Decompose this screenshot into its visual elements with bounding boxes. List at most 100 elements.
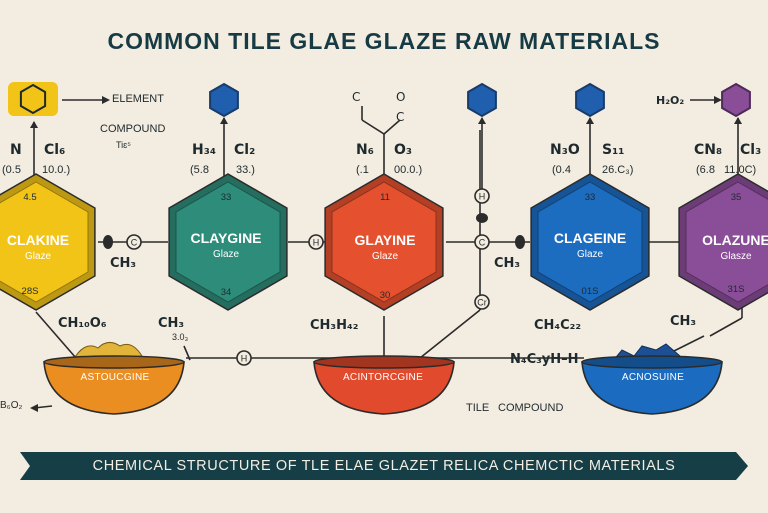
bottom-compound-label: COMPOUND [498,402,564,414]
arrow-hex4-up-head [586,117,594,124]
dot-link-1 [103,235,113,249]
node-h-3-label: H [241,354,248,364]
hex5-top-a: CN₈ [694,142,723,158]
arrow-hex2-up-head [220,117,228,124]
hexagon-1 [0,181,89,303]
hex3-top-num: 11 [380,192,390,203]
bo2-arrow-head [30,404,38,412]
node-c-2-label: C [479,238,486,248]
hex4-sub: Glaze [576,249,604,260]
formula-ch100: CH₁₀O₆ [58,316,107,331]
hex3-top-a: N₆ [356,142,374,158]
link-hex1-bowl1 [35,311,77,359]
legend-element-label: ELEMENT [112,93,164,105]
hex4-top-d: 26.C₃) [602,164,634,176]
hexagon-3 [331,181,437,303]
hex2-top-c: (5.8 [190,164,209,176]
legend-compound-sub: Tiɛ⁵ [116,140,132,150]
dot-link-3 [515,235,525,249]
hex5-top-d: 11.0C) [724,164,757,176]
hexagon-4 [537,181,643,303]
node-h-2-label: H [479,192,486,202]
formula-h2o2: H₂O₂ [656,94,685,107]
hex2-top-num: 33 [220,192,232,203]
hexagon-5 [685,181,768,303]
node-h-1 [308,234,324,250]
hex3-top-b: O₃ [394,142,413,158]
bowl-2-rim [313,355,455,369]
hex3-top-c: (.1 [356,164,369,176]
hex4-bottom-num: 01S [581,286,599,297]
node-cr-label: Cr [477,298,487,308]
link-node-bowl2 [419,309,481,359]
hex5-sub: Glasze [720,251,752,262]
node-c-1 [126,234,142,250]
bowl-3-rim [581,355,723,369]
element-icon [19,83,47,115]
arrow-hex1-up-head [30,121,38,128]
hex5-top-b: Cl₃ [740,142,762,158]
node-c-1-label: C [131,238,138,248]
formula-nacyh: N₄C₃yH–H [510,352,579,367]
hex2-top-d: 33.) [236,164,255,176]
bowl-1-rim [43,355,185,369]
node-c-2 [474,234,490,250]
formula-chcz: CH₄C₂₂ [534,318,582,333]
blue-hex-icon-3 [575,82,605,118]
hexagon-2 [175,181,281,303]
formula-bo2: B₆O₂ [0,400,23,411]
formula-ch3-b: CH₃ [158,316,185,331]
bowl-1 [43,361,185,415]
banner-shape [20,452,748,480]
hex3-top-d: 00.0.) [394,164,423,176]
mol-o-top: O [396,90,406,104]
mol-c-top: C [352,90,361,104]
arrow-hex5-up-head [734,117,742,124]
hex1-top-c: (0.5 [2,164,21,176]
hex3-sub: Glaze [371,251,399,262]
hex3-name: GLAYINE [354,232,416,248]
hex1-top-num: 4.5 [23,192,37,203]
hex4-top-num: 33 [584,192,596,203]
hex5-name: OLAZUNE [702,232,768,248]
hex1-top-d: 10.0.) [42,164,71,176]
hex1-bottom-num: 28S [21,286,39,297]
blue-hex-icon-1 [209,82,239,118]
dot-link-2 [476,213,488,223]
node-h-2 [474,188,490,204]
formula-ch3-left: CH₃ [110,256,137,271]
hex1-sub: Glaze [24,251,52,262]
legend-compound-label: COMPOUND [100,123,166,135]
hex4-top-c: (0.4 [552,164,571,176]
hex4-top-b: S₁₁ [602,142,625,158]
node-h-3 [236,350,252,366]
hex2-top-a: H₃₄ [192,142,216,158]
hex5-top-c: (6.8 [696,164,715,176]
hex2-sub: Glaze [212,249,240,260]
bowl-3 [581,361,723,415]
banner-text: CHEMICAL STRUCTURE OF TLE ELAE GLAZET RE… [92,458,676,474]
mol-c2-top: C [396,110,405,124]
bowl-2 [313,361,455,415]
hex2-top-b: Cl₂ [234,142,256,158]
link-hex5-ch3 [709,317,743,337]
formula-ch3-sub: 3.0₃ [172,332,189,342]
mol-line-4 [383,119,401,135]
blue-hex-icon-2 [467,82,497,118]
hex5-bottom-num: 31S [727,284,745,295]
hex1-name: CLAKINE [6,232,70,248]
node-cr [474,294,490,310]
formula-ch3-mid: CH₃ [670,314,697,329]
formula-ch3-right: CH₃ [494,256,521,271]
bowl3-label: ACNOSUINE [621,372,685,383]
hex2-name: CLAYGINE [190,230,262,246]
h2o2-arrow-head [714,96,722,104]
formula-chsh: CH₃H₄₂ [310,318,359,333]
page-title: COMMON TILE GLAE GLAZE RAW MATERIALS [107,28,661,54]
purple-hex-icon [721,82,751,118]
node-h-1-label: H [313,238,320,248]
hex1-top-b: Cl₆ [44,142,66,158]
bowl2-label: ACINTORCGINE [342,372,424,383]
